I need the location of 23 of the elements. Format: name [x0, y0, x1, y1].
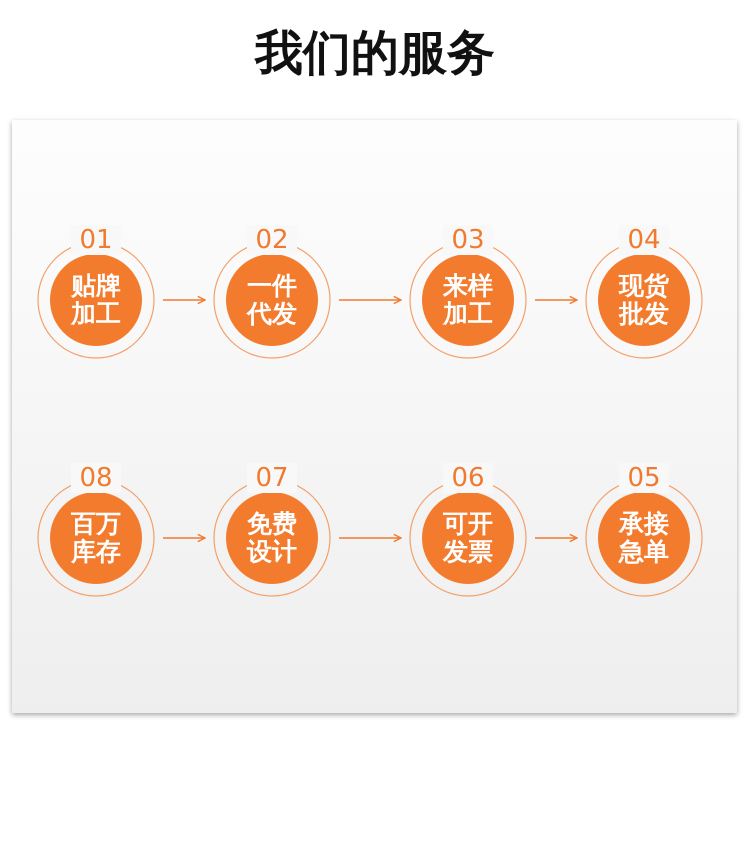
step-number: 08	[71, 463, 121, 493]
service-label: 一件代发	[245, 272, 298, 328]
step-number: 06	[443, 463, 493, 493]
service-circle	[585, 463, 703, 597]
title: 我们的服务	[255, 24, 495, 83]
arrow	[163, 534, 206, 542]
service-circle	[213, 463, 331, 597]
service-label: 免费设计	[246, 510, 298, 566]
service-circle	[37, 463, 155, 597]
arrow	[535, 534, 578, 542]
service-label: 可开发票	[442, 510, 494, 566]
arrow	[339, 296, 402, 304]
service-label: 百万库存	[70, 510, 122, 566]
step-number: 07	[247, 463, 297, 493]
service-label: 现货批发	[617, 272, 670, 328]
service-label: 承接急单	[617, 510, 670, 566]
arrow	[339, 534, 402, 542]
arrow	[163, 296, 206, 304]
step-number: 05	[619, 463, 669, 493]
service-label: 来样加工	[442, 272, 494, 328]
arrow	[535, 296, 578, 304]
service-circle	[409, 463, 527, 597]
service-label: 贴牌加工	[70, 272, 122, 328]
